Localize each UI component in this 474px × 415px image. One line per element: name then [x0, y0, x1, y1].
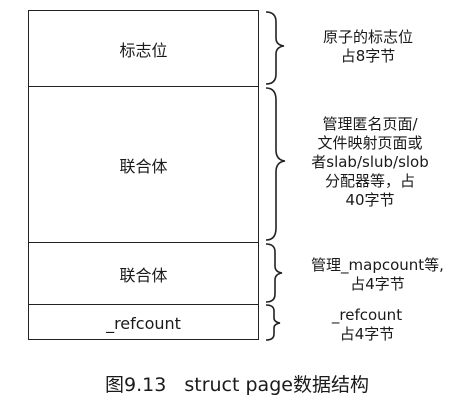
note-line: 分配器等，占: [324, 172, 415, 190]
field-union-2-label: 联合体: [119, 265, 168, 285]
note-line: 管理匿名页面/: [322, 115, 418, 133]
note-union-2: 管理_mapcount等, 占4字节: [290, 256, 465, 294]
note-line: 文件映射页面或: [317, 134, 423, 152]
note-line: 管理_mapcount等,: [311, 256, 444, 274]
note-line: 占8字节: [340, 47, 396, 65]
figure-number: 图9.13: [105, 374, 167, 396]
figure-caption: 图9.13 struct page数据结构: [0, 370, 474, 397]
field-union-2: 联合体: [29, 242, 258, 304]
note-line: 原子的标志位: [322, 28, 413, 46]
figure-title: struct page数据结构: [184, 374, 369, 396]
note-line: 40字节: [345, 191, 395, 209]
struct-page-box: 标志位 联合体 联合体 _refcount: [28, 10, 259, 340]
field-union-1-label: 联合体: [119, 156, 168, 176]
note-refcount: _refcount 占4字节: [292, 306, 442, 344]
note-line: 占4字节: [350, 275, 405, 293]
field-refcount: _refcount: [29, 304, 258, 341]
brace-flags: [265, 11, 285, 85]
note-line: _refcount: [331, 306, 403, 324]
note-union-1: 管理匿名页面/ 文件映射页面或 者slab/slub/slob 分配器等，占 4…: [295, 115, 445, 210]
field-flags: 标志位: [29, 11, 258, 86]
field-flags-label: 标志位: [119, 40, 168, 60]
field-refcount-label: _refcount: [106, 313, 181, 333]
brace-union-2: [265, 243, 283, 303]
brace-refcount: [265, 304, 281, 341]
note-flags: 原子的标志位 占8字节: [288, 28, 448, 66]
brace-union-1: [265, 87, 286, 241]
note-line: 者slab/slub/slob: [311, 153, 429, 171]
note-line: 占4字节: [339, 325, 395, 343]
field-union-1: 联合体: [29, 86, 258, 242]
